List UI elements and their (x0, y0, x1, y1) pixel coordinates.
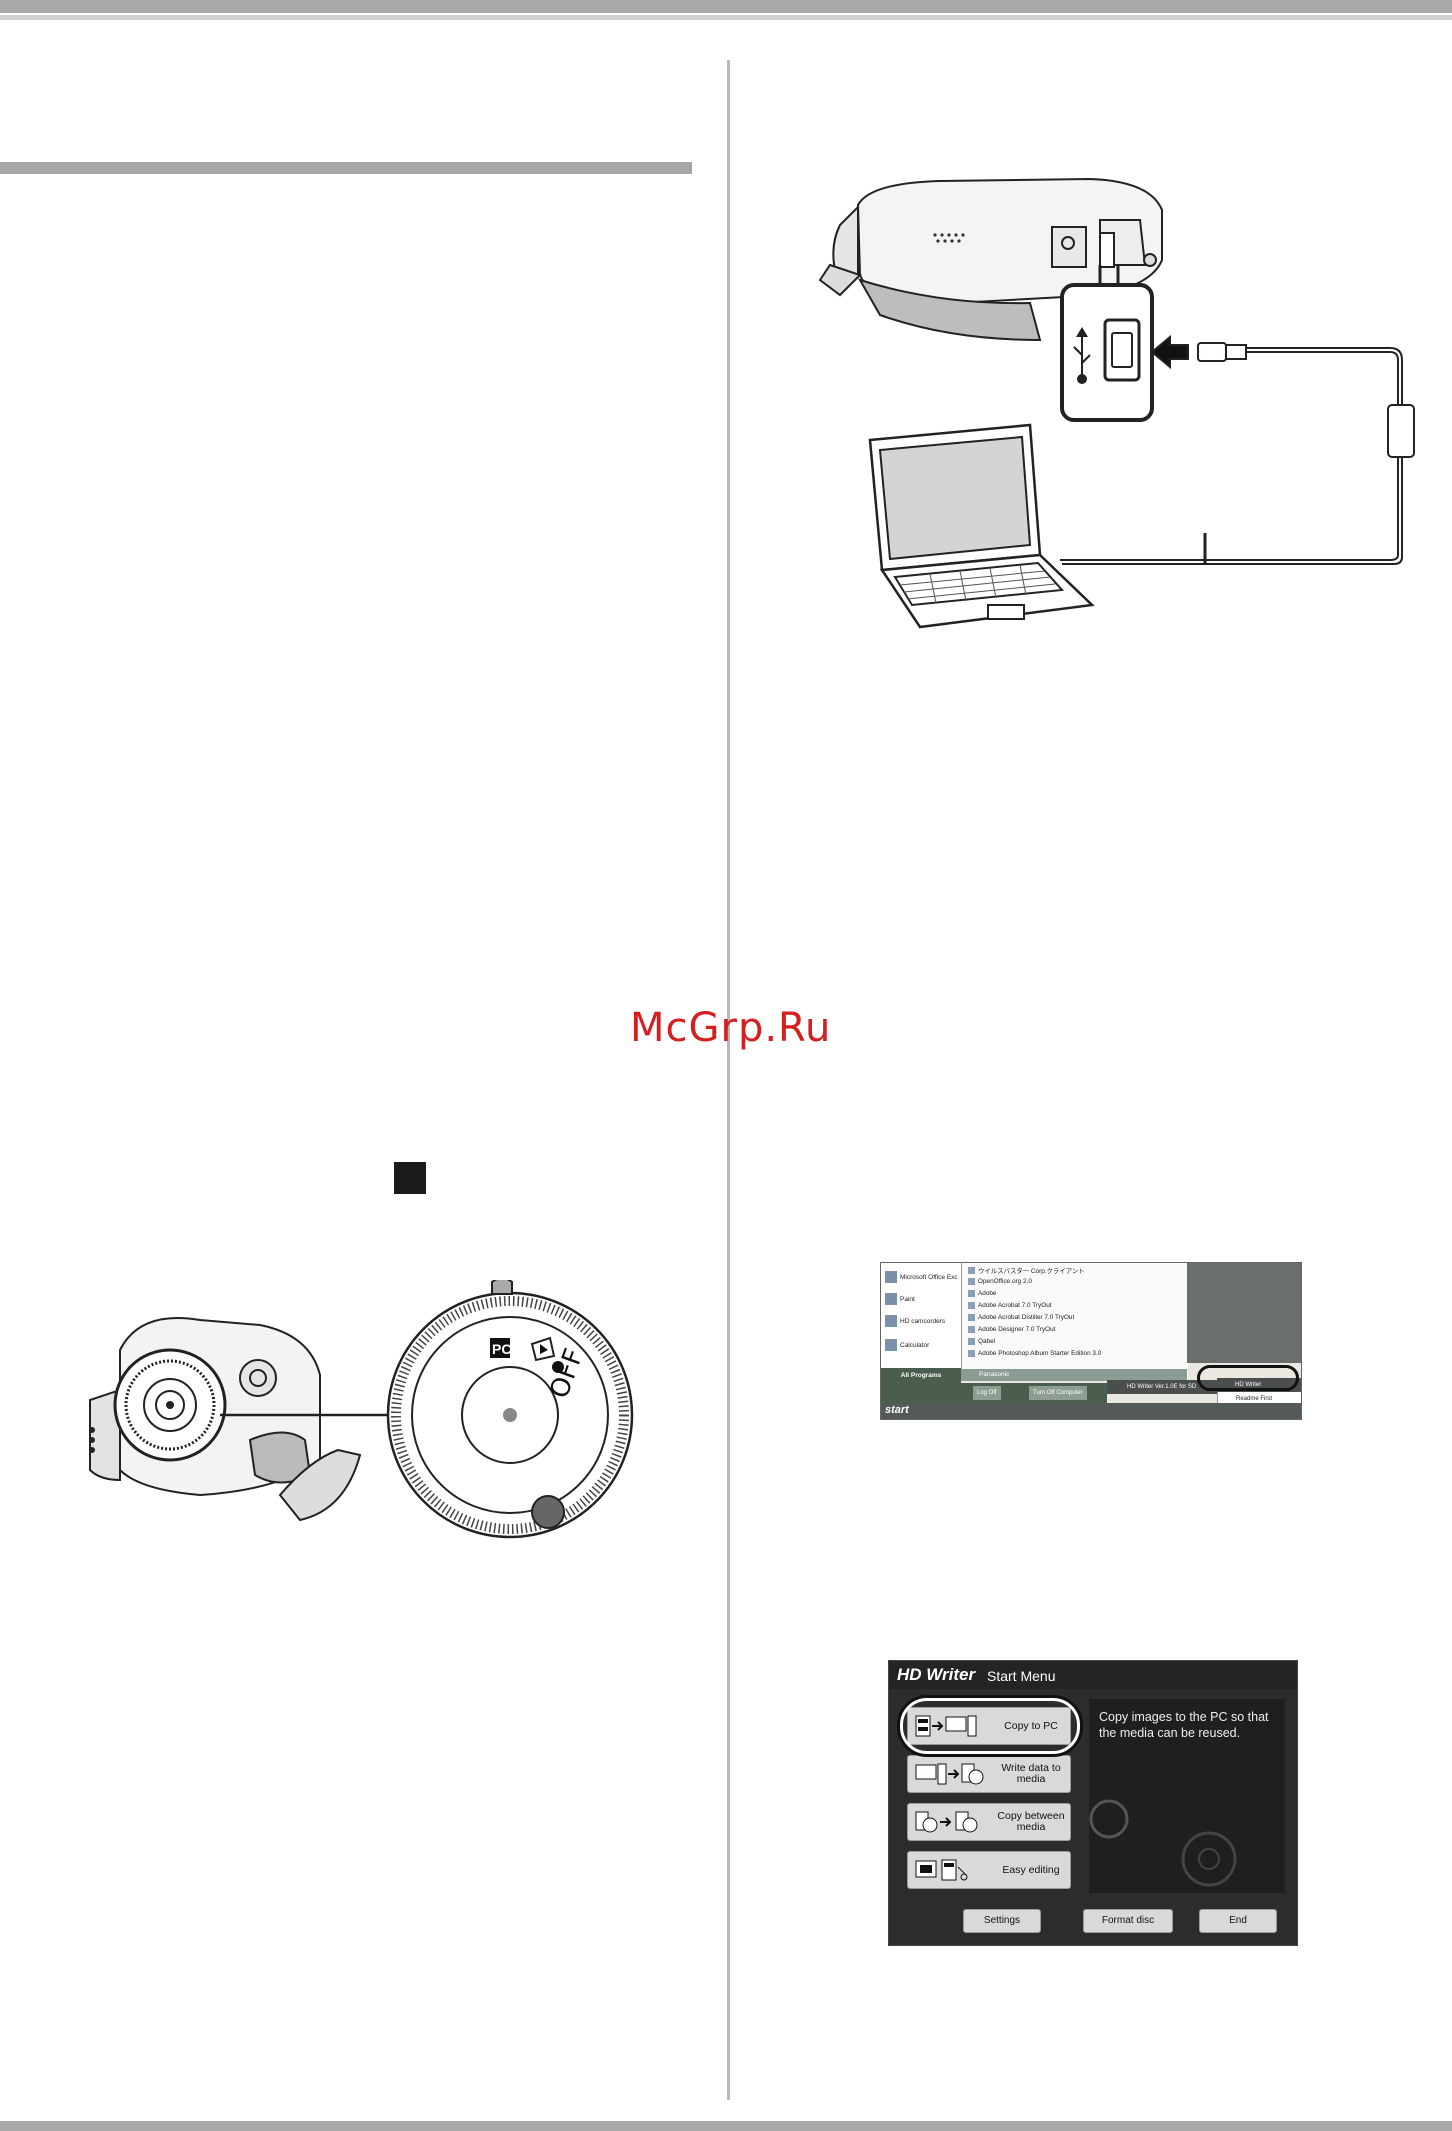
program-item[interactable]: Adobe Photoshop Album Starter Edition 3.… (968, 1350, 1101, 1357)
log-off-bar: Log Off Turn Off Computer (881, 1383, 1107, 1403)
settings-button[interactable]: Settings (963, 1909, 1041, 1933)
write-data-button[interactable]: Write data to media (907, 1755, 1071, 1793)
end-button[interactable]: End (1199, 1909, 1277, 1933)
column-divider (727, 60, 730, 2100)
write-data-icon (915, 1763, 984, 1785)
copy-between-media-icon (915, 1811, 978, 1833)
easy-editing-icon (915, 1859, 968, 1881)
program-icon (968, 1314, 975, 1321)
pinned-programs: Microsoft Office Exc Paint HD camcorders… (881, 1263, 961, 1368)
program-icon (968, 1278, 975, 1285)
turn-off-button[interactable]: Turn Off Computer (1029, 1386, 1087, 1400)
square-marker-icon (394, 1162, 426, 1194)
copy-to-pc-label: Copy to PC (1004, 1719, 1058, 1732)
write-data-label: Write data to media (1001, 1762, 1061, 1785)
paint-icon (885, 1293, 897, 1305)
program-icon (968, 1350, 975, 1357)
description-text: Copy images to the PC so that the media … (1099, 1710, 1269, 1740)
log-off-button[interactable]: Log Off (973, 1386, 1001, 1400)
program-icon (968, 1267, 975, 1274)
watermark: McGrp.Ru (630, 1005, 832, 1051)
pinned-item[interactable]: Microsoft Office Exc (885, 1271, 958, 1283)
start-button[interactable]: start (885, 1404, 909, 1416)
excel-icon (885, 1271, 897, 1283)
highlight-circle-inner (900, 1698, 1080, 1754)
camcorder-icon (885, 1315, 897, 1327)
description-panel: Copy images to the PC so that the media … (1089, 1699, 1285, 1893)
highlight-circle (1197, 1365, 1299, 1391)
copy-between-media-label: Copy between media (997, 1810, 1065, 1833)
program-item[interactable]: OpenOffice.org 2.0 (968, 1278, 1032, 1285)
pinned-item[interactable]: Paint (885, 1293, 915, 1305)
program-icon (968, 1338, 975, 1345)
header-bar-thin (0, 15, 1452, 20)
all-programs-button[interactable]: All Programs (881, 1368, 961, 1383)
pinned-item[interactable]: Calculator (885, 1339, 929, 1351)
hd-writer-titlebar: HD Writer Start Menu (889, 1661, 1297, 1689)
section-heading-rule (0, 162, 692, 174)
programs-list: ウイルスバスター Corp.クライアント OpenOffice.org 2.0 … (961, 1263, 1188, 1381)
program-icon (968, 1290, 975, 1297)
start-menu-screenshot: Microsoft Office Exc Paint HD camcorders… (880, 1262, 1302, 1420)
desktop-area (1187, 1263, 1301, 1363)
program-item[interactable]: Qabel (968, 1338, 995, 1345)
hd-writer-window: HD Writer Start Menu Copy images to the … (888, 1660, 1298, 1946)
footer-bar (0, 2121, 1452, 2131)
easy-editing-button[interactable]: Easy editing (907, 1851, 1071, 1889)
program-item[interactable]: Adobe (968, 1290, 996, 1297)
program-item[interactable]: ウイルスバスター Corp.クライアント (968, 1266, 1085, 1275)
copy-to-pc-button[interactable]: Copy to PC (907, 1707, 1071, 1745)
program-icon (968, 1326, 975, 1333)
disc-decoration-icon (1089, 1799, 1237, 1887)
highlight-circle-outer (897, 1695, 1083, 1757)
calculator-icon (885, 1339, 897, 1351)
usb-connection-illustration (818, 177, 1415, 629)
pinned-item[interactable]: HD camcorders (885, 1315, 945, 1327)
program-icon (968, 1302, 975, 1309)
program-item[interactable]: Adobe Designer 7.0 TryOut (968, 1326, 1055, 1333)
easy-editing-label: Easy editing (1002, 1863, 1060, 1876)
header-bar (0, 0, 1452, 13)
hd-writer-title: Start Menu (987, 1668, 1056, 1684)
mode-dial-illustration: PC OFF (89, 1280, 634, 1539)
hd-writer-brand: HD Writer (897, 1665, 976, 1684)
copy-between-media-button[interactable]: Copy between media (907, 1803, 1071, 1841)
panasonic-folder-item[interactable]: Panasonic (961, 1369, 1187, 1381)
program-item[interactable]: Adobe Acrobat 7.0 TryOut (968, 1302, 1052, 1309)
dial-pc-label: PC (492, 1341, 511, 1357)
program-item[interactable]: Adobe Acrobat Distiller 7.0 TryOut (968, 1314, 1074, 1321)
hd-writer-folder-item[interactable]: HD Writer Ver.1.0E for SD (1107, 1380, 1217, 1394)
format-disc-button[interactable]: Format disc (1083, 1909, 1173, 1933)
taskbar: start (881, 1403, 1301, 1419)
readme-item[interactable]: Readme First (1217, 1392, 1301, 1406)
